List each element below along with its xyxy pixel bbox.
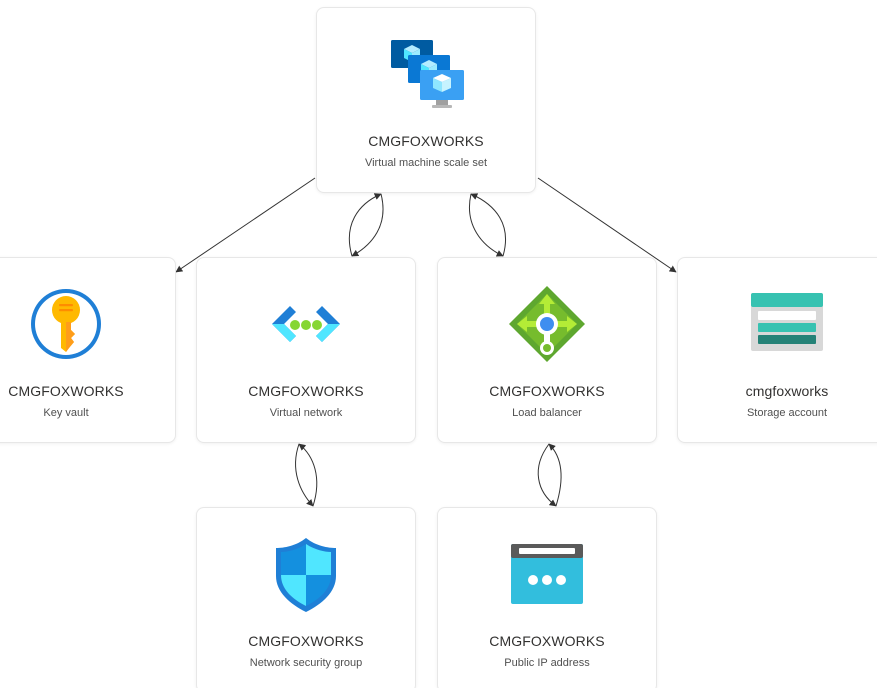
node-type: Key vault: [43, 407, 89, 419]
edge-vmss-to-lb: [469, 193, 504, 257]
node-type: Storage account: [746, 407, 828, 419]
key-vault-icon: [28, 286, 104, 362]
edge-lb-to-vmss: [470, 193, 507, 257]
public-ip-address-icon: [509, 536, 585, 612]
node-name: CMGFOXWORKS: [248, 633, 364, 649]
node-name: CMGFOXWORKS: [368, 133, 484, 149]
node-type: Load balancer: [512, 407, 582, 419]
node-storage-account[interactable]: cmgfoxworks Storage account: [677, 257, 877, 443]
node-name: CMGFOXWORKS: [489, 633, 605, 649]
node-type: Virtual machine scale set: [364, 157, 488, 169]
edge-vnet-to-vmss: [348, 193, 382, 257]
vm-scale-set-icon: [388, 36, 464, 112]
node-name: CMGFOXWORKS: [8, 383, 124, 399]
node-network-security-group[interactable]: CMGFOXWORKS Network security group: [196, 507, 416, 688]
edge-vmss-to-vnet: [351, 193, 384, 257]
edge-lb-to-pip: [537, 443, 557, 507]
edge-vnet-to-nsg: [295, 443, 314, 507]
node-type: Public IP address: [504, 657, 590, 669]
node-name: cmgfoxworks: [745, 383, 829, 399]
node-name: CMGFOXWORKS: [489, 383, 605, 399]
node-public-ip-address[interactable]: CMGFOXWORKS Public IP address: [437, 507, 657, 688]
virtual-network-icon: [268, 286, 344, 362]
edge-pip-to-lb: [548, 443, 562, 507]
network-security-group-icon: [268, 536, 344, 612]
node-type: Virtual network: [269, 407, 343, 419]
node-name: CMGFOXWORKS: [248, 383, 364, 399]
node-key-vault[interactable]: CMGFOXWORKS Key vault: [0, 257, 176, 443]
node-vm-scale-set[interactable]: CMGFOXWORKS Virtual machine scale set: [316, 7, 536, 193]
node-type: Network security group: [249, 657, 363, 669]
edge-nsg-to-vnet: [298, 443, 318, 507]
node-virtual-network[interactable]: CMGFOXWORKS Virtual network: [196, 257, 416, 443]
load-balancer-icon: [509, 286, 585, 362]
node-load-balancer[interactable]: CMGFOXWORKS Load balancer: [437, 257, 657, 443]
storage-account-icon: [749, 286, 825, 362]
